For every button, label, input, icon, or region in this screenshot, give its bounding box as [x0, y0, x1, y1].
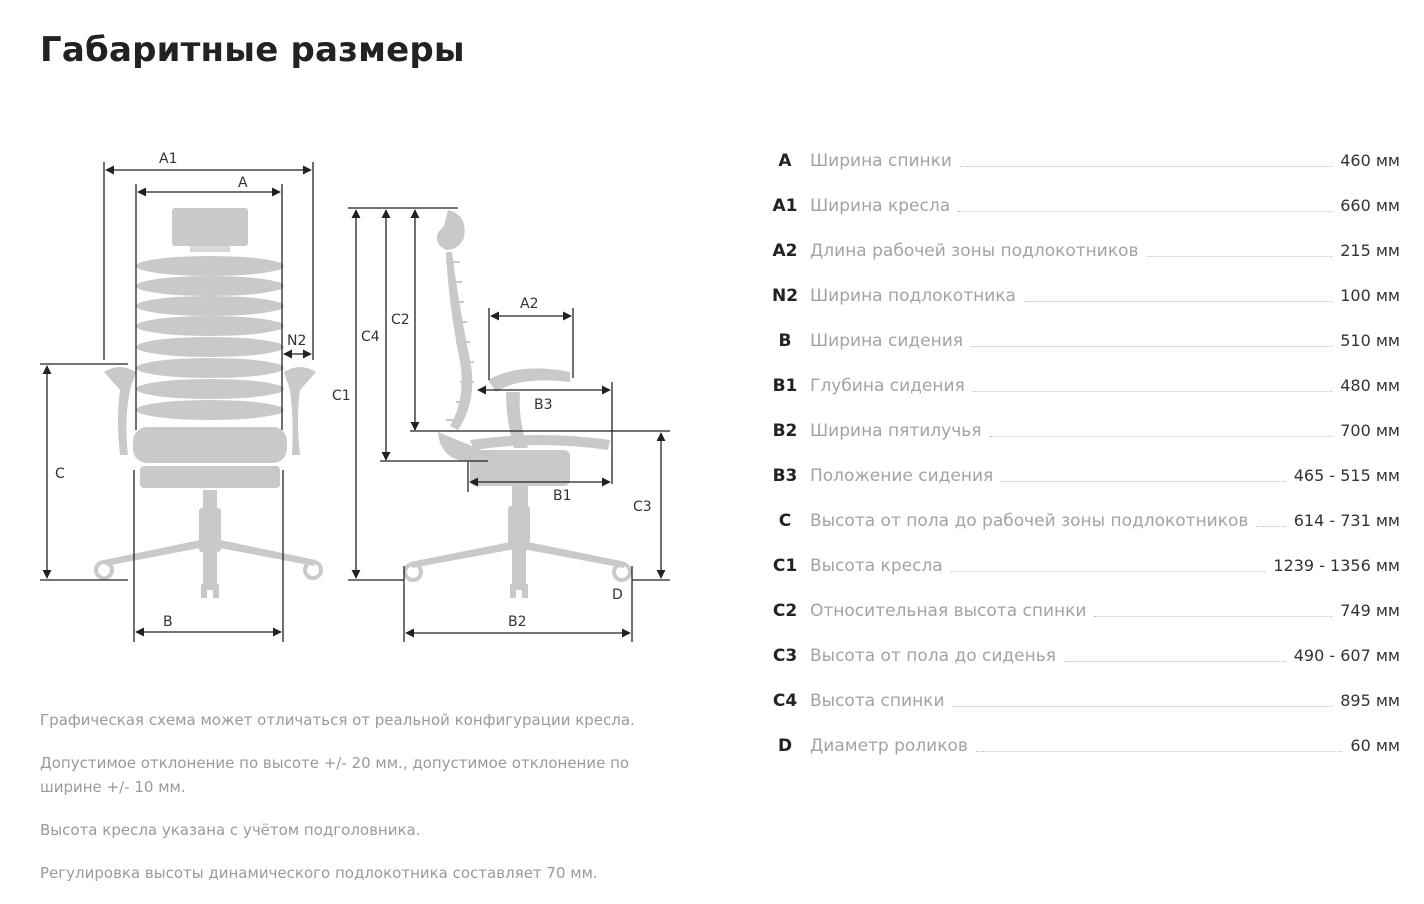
spec-value: 510 мм — [1340, 331, 1400, 350]
spec-value: 215 мм — [1340, 241, 1400, 260]
leader-dots — [1001, 481, 1286, 482]
spec-label: Высота от пола до сиденья — [810, 645, 1056, 666]
spec-row-a2: A2 Длина рабочей зоны подлокотников 215 … — [760, 228, 1401, 273]
spec-code: B — [778, 330, 792, 351]
leader-dots — [958, 211, 1333, 212]
leader-dots — [1094, 616, 1333, 617]
notes: Графическая схема может отличаться от ре… — [40, 708, 680, 904]
spec-row-n2: N2 Ширина подлокотника 100 мм — [760, 273, 1400, 318]
spec-label: Высота кресла — [810, 555, 943, 576]
spec-value: 100 мм — [1340, 286, 1400, 305]
leader-dots — [1023, 301, 1333, 302]
spec-label: Длина рабочей зоны подлокотников — [810, 240, 1139, 261]
spec-label: Ширина пятилучья — [810, 420, 982, 441]
spec-row-c3: C3 Высота от пола до сиденья 490 - 607 м… — [760, 633, 1400, 678]
spec-code: B2 — [772, 420, 798, 441]
spec-code: B3 — [772, 465, 798, 486]
dim-label-d: D — [612, 587, 623, 603]
note-armrest: Регулировка высоты динамического подлоко… — [40, 864, 598, 882]
dim-label-b2: B2 — [508, 614, 527, 630]
spec-code: B1 — [772, 375, 798, 396]
leader-dots — [959, 166, 1333, 167]
spec-value: 490 - 607 мм — [1293, 646, 1400, 665]
spec-row-c2: C2 Относительная высота спинки 749 мм — [760, 588, 1400, 633]
spec-code: C2 — [772, 600, 798, 621]
front-dimension-lines — [40, 162, 314, 642]
spec-label: Глубина сидения — [810, 375, 965, 396]
side-dimension-lines — [348, 207, 670, 642]
spec-code: C4 — [772, 690, 798, 711]
spec-value: 1239 - 1356 мм — [1273, 556, 1400, 575]
spec-label: Относительная высота спинки — [810, 600, 1087, 621]
spec-label: Положение сидения — [810, 465, 994, 486]
spec-label: Высота спинки — [810, 690, 945, 711]
spec-row-b2: B2 Ширина пятилучья 700 мм — [760, 408, 1400, 453]
leader-dots — [971, 346, 1333, 347]
page-title: Габаритные размеры — [40, 30, 465, 70]
spec-value: 480 мм — [1340, 376, 1400, 395]
dim-label-b: B — [163, 614, 173, 630]
leader-dots — [972, 391, 1333, 392]
spec-code: C1 — [772, 555, 798, 576]
spec-row-a1: A1 Ширина кресла 660 мм — [760, 183, 1401, 228]
spec-row-d: D Диаметр роликов 60 мм — [760, 723, 1400, 768]
spec-value: 614 - 731 мм — [1293, 511, 1400, 530]
spec-value: 749 мм — [1340, 601, 1400, 620]
spec-value: 700 мм — [1340, 421, 1400, 440]
spec-row-c4: C4 Высота спинки 895 мм — [760, 678, 1400, 723]
dim-label-c4: C4 — [361, 329, 380, 345]
dim-label-b3: B3 — [534, 397, 553, 413]
dim-label-a: A — [238, 175, 248, 191]
spec-code: N2 — [771, 285, 799, 306]
dimensions-table: A Ширина спинки 460 мм A1 Ширина кресла … — [760, 138, 1400, 768]
dim-label-a2: A2 — [520, 296, 538, 312]
spec-code: C3 — [772, 645, 798, 666]
side-view-chair — [403, 210, 632, 598]
chair-dimensions-diagram: A1 A N2 C B — [40, 151, 670, 642]
spec-label: Ширина кресла — [810, 195, 951, 216]
spec-code: A — [778, 150, 792, 171]
note-headrest: Высота кресла указана с учётом подголовн… — [40, 821, 421, 839]
spec-label: Ширина спинки — [810, 150, 952, 171]
spec-value: 465 - 515 мм — [1293, 466, 1400, 485]
spec-row-b3: B3 Положение сидения 465 - 515 мм — [760, 453, 1400, 498]
note-scheme: Графическая схема может отличаться от ре… — [40, 711, 635, 729]
spec-value: 460 мм — [1340, 151, 1400, 170]
spec-label: Высота от пола до рабочей зоны подлокотн… — [810, 510, 1249, 531]
note-tolerance: Допустимое отклонение по высоте +/- 20 м… — [40, 754, 630, 796]
spec-value: 60 мм — [1350, 736, 1400, 755]
spec-value: 895 мм — [1340, 691, 1400, 710]
spec-code: D — [777, 735, 793, 756]
leader-dots — [975, 751, 1343, 752]
spec-label: Ширина подлокотника — [810, 285, 1016, 306]
leader-dots — [950, 571, 1266, 572]
dim-label-a1: A1 — [159, 151, 177, 167]
spec-row-b1: B1 Глубина сидения 480 мм — [760, 363, 1400, 408]
spec-label: Ширина сидения — [810, 330, 963, 351]
spec-label: Диаметр роликов — [810, 735, 968, 756]
spec-code: A2 — [772, 240, 798, 261]
leader-dots — [989, 436, 1333, 437]
spec-row-c: C Высота от пола до рабочей зоны подлоко… — [760, 498, 1400, 543]
dim-label-c2: C2 — [391, 312, 410, 328]
spec-code: A1 — [772, 195, 798, 216]
leader-dots — [1064, 661, 1286, 662]
spec-row-a: A Ширина спинки 460 мм — [760, 138, 1400, 183]
dim-label-c3: C3 — [633, 499, 652, 515]
spec-row-c1: C1 Высота кресла 1239 - 1356 мм — [760, 543, 1400, 588]
dim-label-b1: B1 — [553, 488, 572, 504]
spec-value: 660 мм — [1340, 196, 1400, 215]
leader-dots — [1256, 526, 1286, 527]
dim-label-c: C — [55, 466, 65, 482]
dim-label-n2: N2 — [287, 333, 306, 349]
spec-code: C — [778, 510, 792, 531]
front-view-chair — [94, 208, 323, 598]
spec-row-b: B Ширина сидения 510 мм — [760, 318, 1400, 363]
leader-dots — [1146, 256, 1333, 257]
dim-label-c1: C1 — [332, 388, 351, 404]
leader-dots — [952, 706, 1333, 707]
